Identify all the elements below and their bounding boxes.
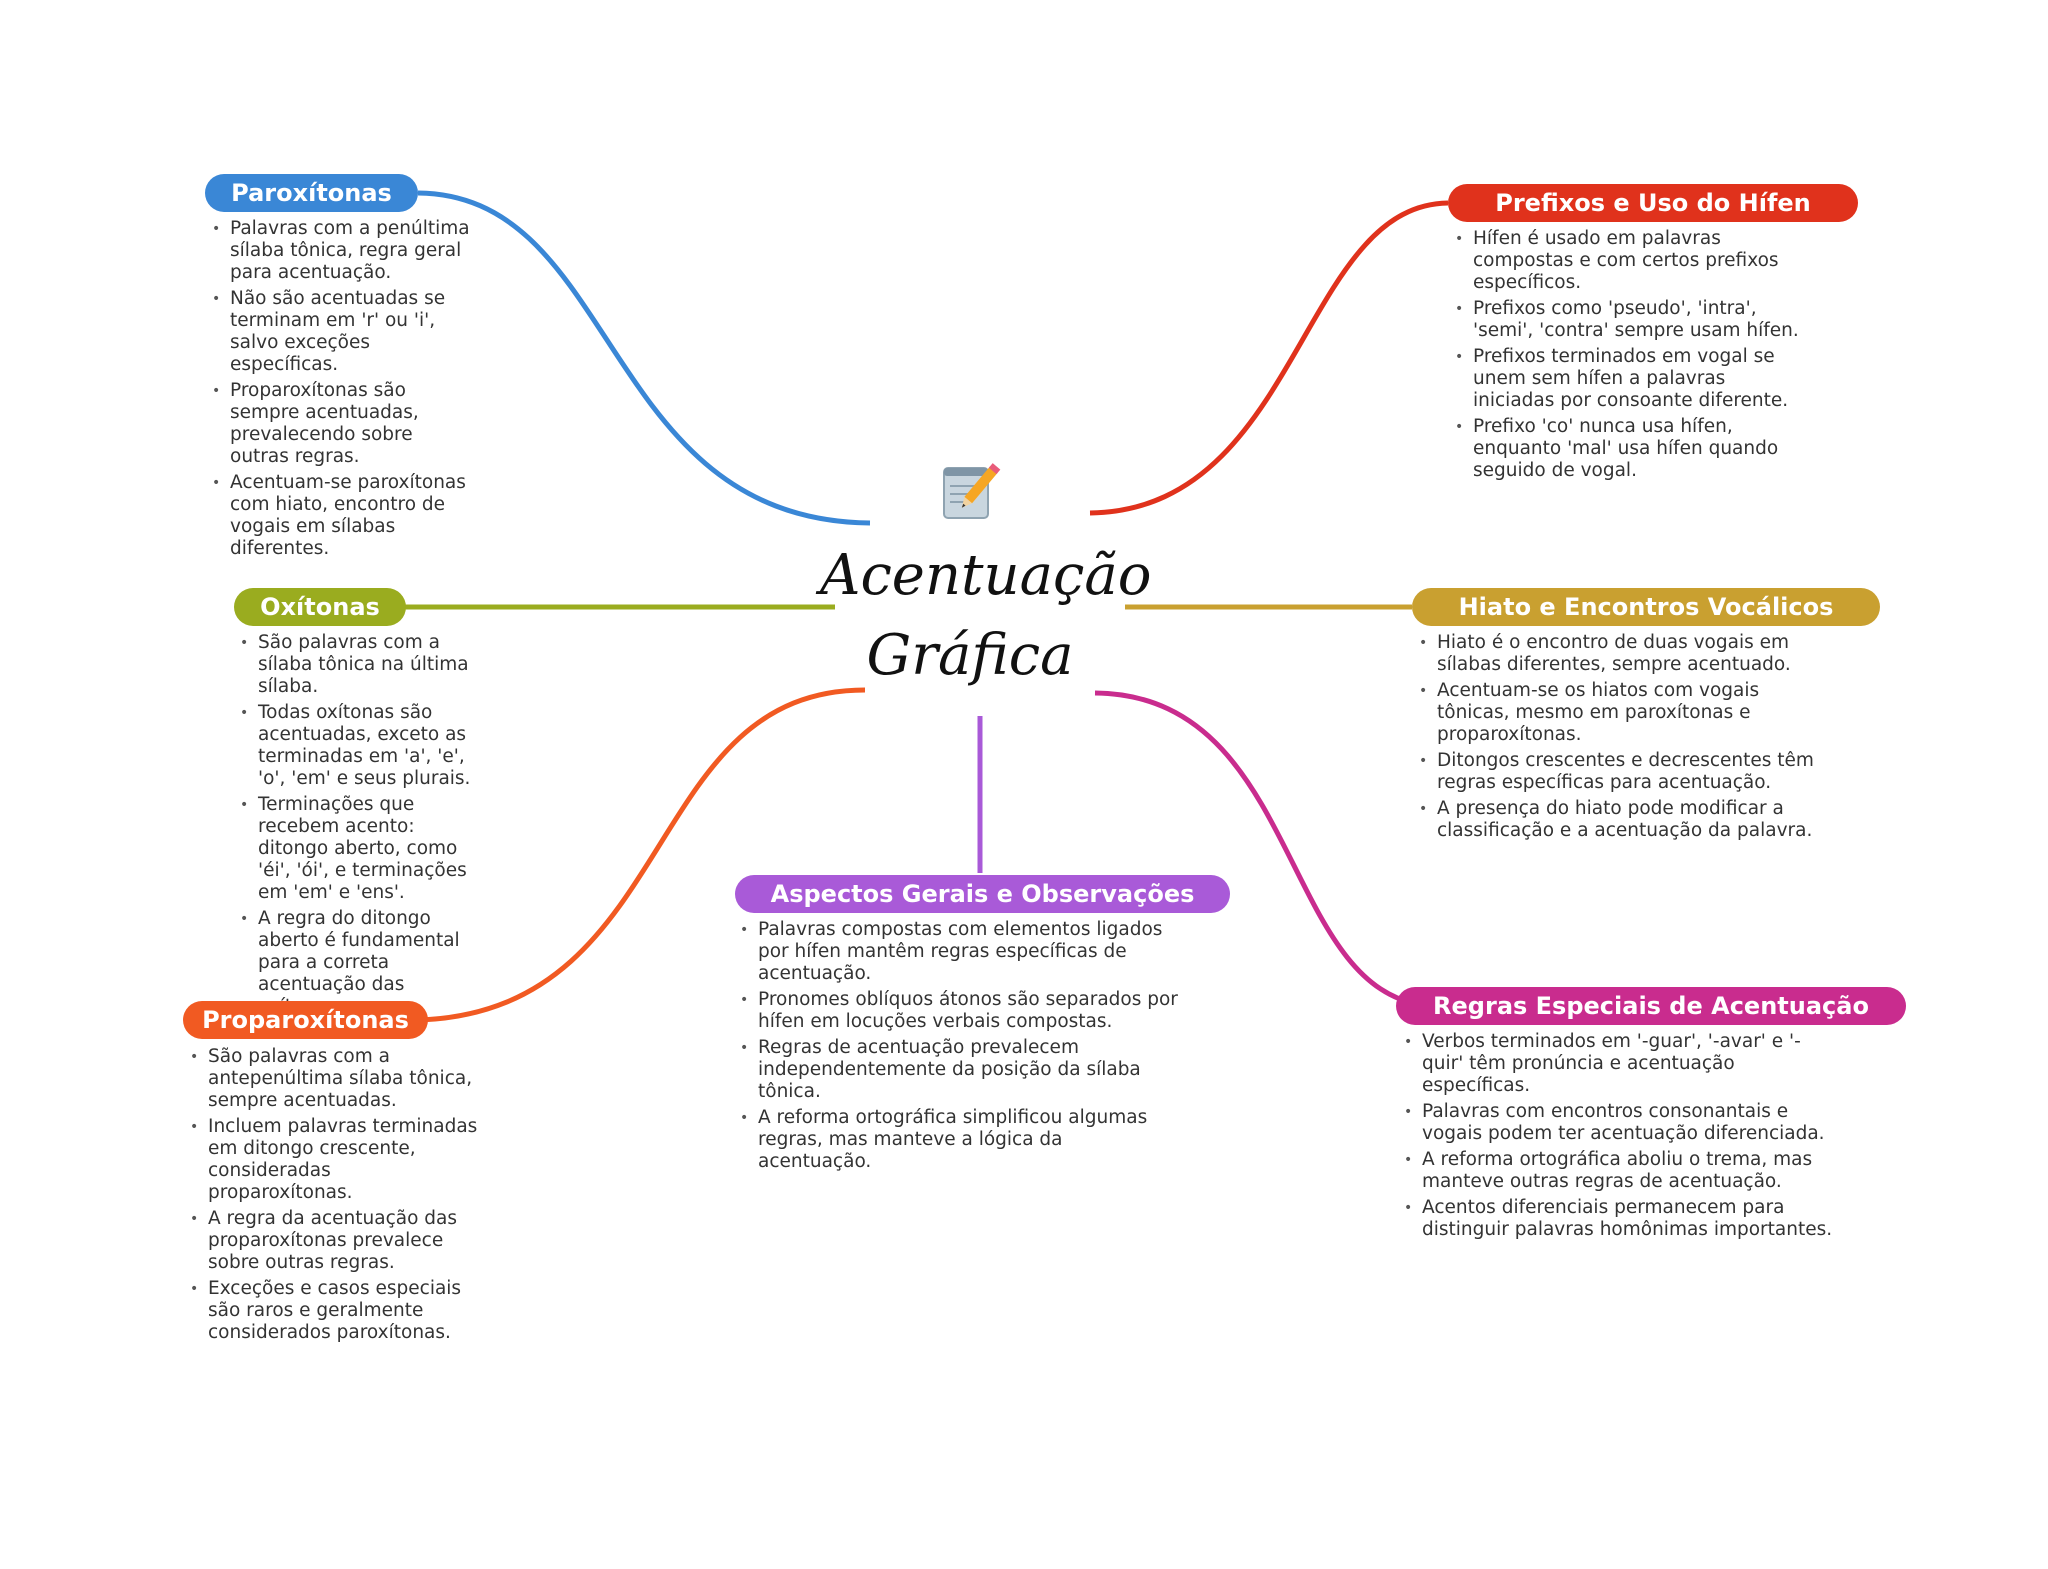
bullet-item-aspectos-2: Pronomes oblíquos átonos são separados p… bbox=[740, 989, 1180, 1033]
connector-proparoxitonas bbox=[419, 687, 866, 1023]
topic-hiato[interactable]: Hiato e Encontros Vocálicos bbox=[1412, 588, 1880, 626]
topic-aspectos[interactable]: Aspectos Gerais e Observações bbox=[735, 875, 1230, 913]
connector-regras bbox=[1094, 690, 1424, 1008]
bullet-item-prefixos-4: Prefixo 'co' nunca usa hífen, enquanto '… bbox=[1455, 416, 1805, 482]
bullet-item-hiato-1: Hiato é o encontro de duas vogais em síl… bbox=[1419, 632, 1829, 676]
connector-prefixos bbox=[1089, 200, 1449, 516]
bullet-item-oxitonas-2: Todas oxítonas são acentuadas, exceto as… bbox=[240, 702, 472, 790]
bullet-item-prefixos-2: Prefixos como 'pseudo', 'intra', 'semi',… bbox=[1455, 298, 1805, 342]
bullet-item-paroxitonas-3: Proparoxítonas são sempre acentuadas, pr… bbox=[212, 380, 474, 468]
bullets-aspectos: Palavras compostas com elementos ligados… bbox=[740, 919, 1180, 1177]
bullet-item-proparoxitonas-4: Exceções e casos especiais são raros e g… bbox=[190, 1278, 480, 1344]
bullet-item-proparoxitonas-3: A regra da acentuação das proparoxítonas… bbox=[190, 1208, 480, 1274]
bullets-prefixos: Hífen é usado em palavras compostas e co… bbox=[1455, 228, 1805, 486]
bullet-item-proparoxitonas-1: São palavras com a antepenúltima sílaba … bbox=[190, 1046, 480, 1112]
topic-prefixos[interactable]: Prefixos e Uso do Hífen bbox=[1448, 184, 1858, 222]
bullet-item-proparoxitonas-2: Incluem palavras terminadas em ditongo c… bbox=[190, 1116, 480, 1204]
bullet-item-aspectos-1: Palavras compostas com elementos ligados… bbox=[740, 919, 1180, 985]
bullet-item-paroxitonas-1: Palavras com a penúltima sílaba tônica, … bbox=[212, 218, 474, 284]
bullet-item-hiato-2: Acentuam-se os hiatos com vogais tônicas… bbox=[1419, 680, 1829, 746]
bullet-item-hiato-3: Ditongos crescentes e decrescentes têm r… bbox=[1419, 750, 1829, 794]
central-title-line2: Gráfica bbox=[866, 623, 1074, 688]
topic-paroxitonas[interactable]: Paroxítonas bbox=[205, 174, 418, 212]
bullet-item-regras-4: Acentos diferenciais permanecem para dis… bbox=[1404, 1197, 1834, 1241]
bullet-item-regras-3: A reforma ortográfica aboliu o trema, ma… bbox=[1404, 1149, 1834, 1193]
topic-regras[interactable]: Regras Especiais de Acentuação bbox=[1396, 987, 1906, 1025]
bullet-item-oxitonas-1: São palavras com a sílaba tônica na últi… bbox=[240, 632, 472, 698]
bullets-oxitonas: São palavras com a sílaba tônica na últi… bbox=[240, 632, 472, 1022]
bullet-item-aspectos-3: Regras de acentuação prevalecem independ… bbox=[740, 1037, 1180, 1103]
topic-oxitonas[interactable]: Oxítonas bbox=[234, 588, 406, 626]
bullet-item-regras-1: Verbos terminados em '-guar', '-avar' e … bbox=[1404, 1031, 1834, 1097]
bullet-item-prefixos-3: Prefixos terminados em vogal se unem sem… bbox=[1455, 346, 1805, 412]
bullet-item-oxitonas-3: Terminações que recebem acento: ditongo … bbox=[240, 794, 472, 904]
topic-proparoxitonas[interactable]: Proparoxítonas bbox=[183, 1001, 428, 1039]
bullets-proparoxitonas: São palavras com a antepenúltima sílaba … bbox=[190, 1046, 480, 1348]
bullet-item-paroxitonas-4: Acentuam-se paroxítonas com hiato, encon… bbox=[212, 472, 474, 560]
central-topic[interactable]: Acentuação Gráfica bbox=[820, 460, 1151, 690]
memo-pencil-icon bbox=[943, 463, 1001, 519]
central-title: Acentuação Gráfica bbox=[820, 536, 1152, 696]
bullets-regras: Verbos terminados em '-guar', '-avar' e … bbox=[1404, 1031, 1834, 1245]
connector-paroxitonas bbox=[417, 190, 871, 526]
bullets-hiato: Hiato é o encontro de duas vogais em síl… bbox=[1419, 632, 1829, 846]
bullet-item-paroxitonas-2: Não são acentuadas se terminam em 'r' ou… bbox=[212, 288, 474, 376]
bullet-item-hiato-4: A presença do hiato pode modificar a cla… bbox=[1419, 798, 1829, 842]
bullets-paroxitonas: Palavras com a penúltima sílaba tônica, … bbox=[212, 218, 474, 564]
bullet-item-regras-2: Palavras com encontros consonantais e vo… bbox=[1404, 1101, 1834, 1145]
bullet-item-aspectos-4: A reforma ortográfica simplificou alguma… bbox=[740, 1107, 1180, 1173]
central-title-line1: Acentuação bbox=[820, 543, 1152, 608]
bullet-item-prefixos-1: Hífen é usado em palavras compostas e co… bbox=[1455, 228, 1805, 294]
